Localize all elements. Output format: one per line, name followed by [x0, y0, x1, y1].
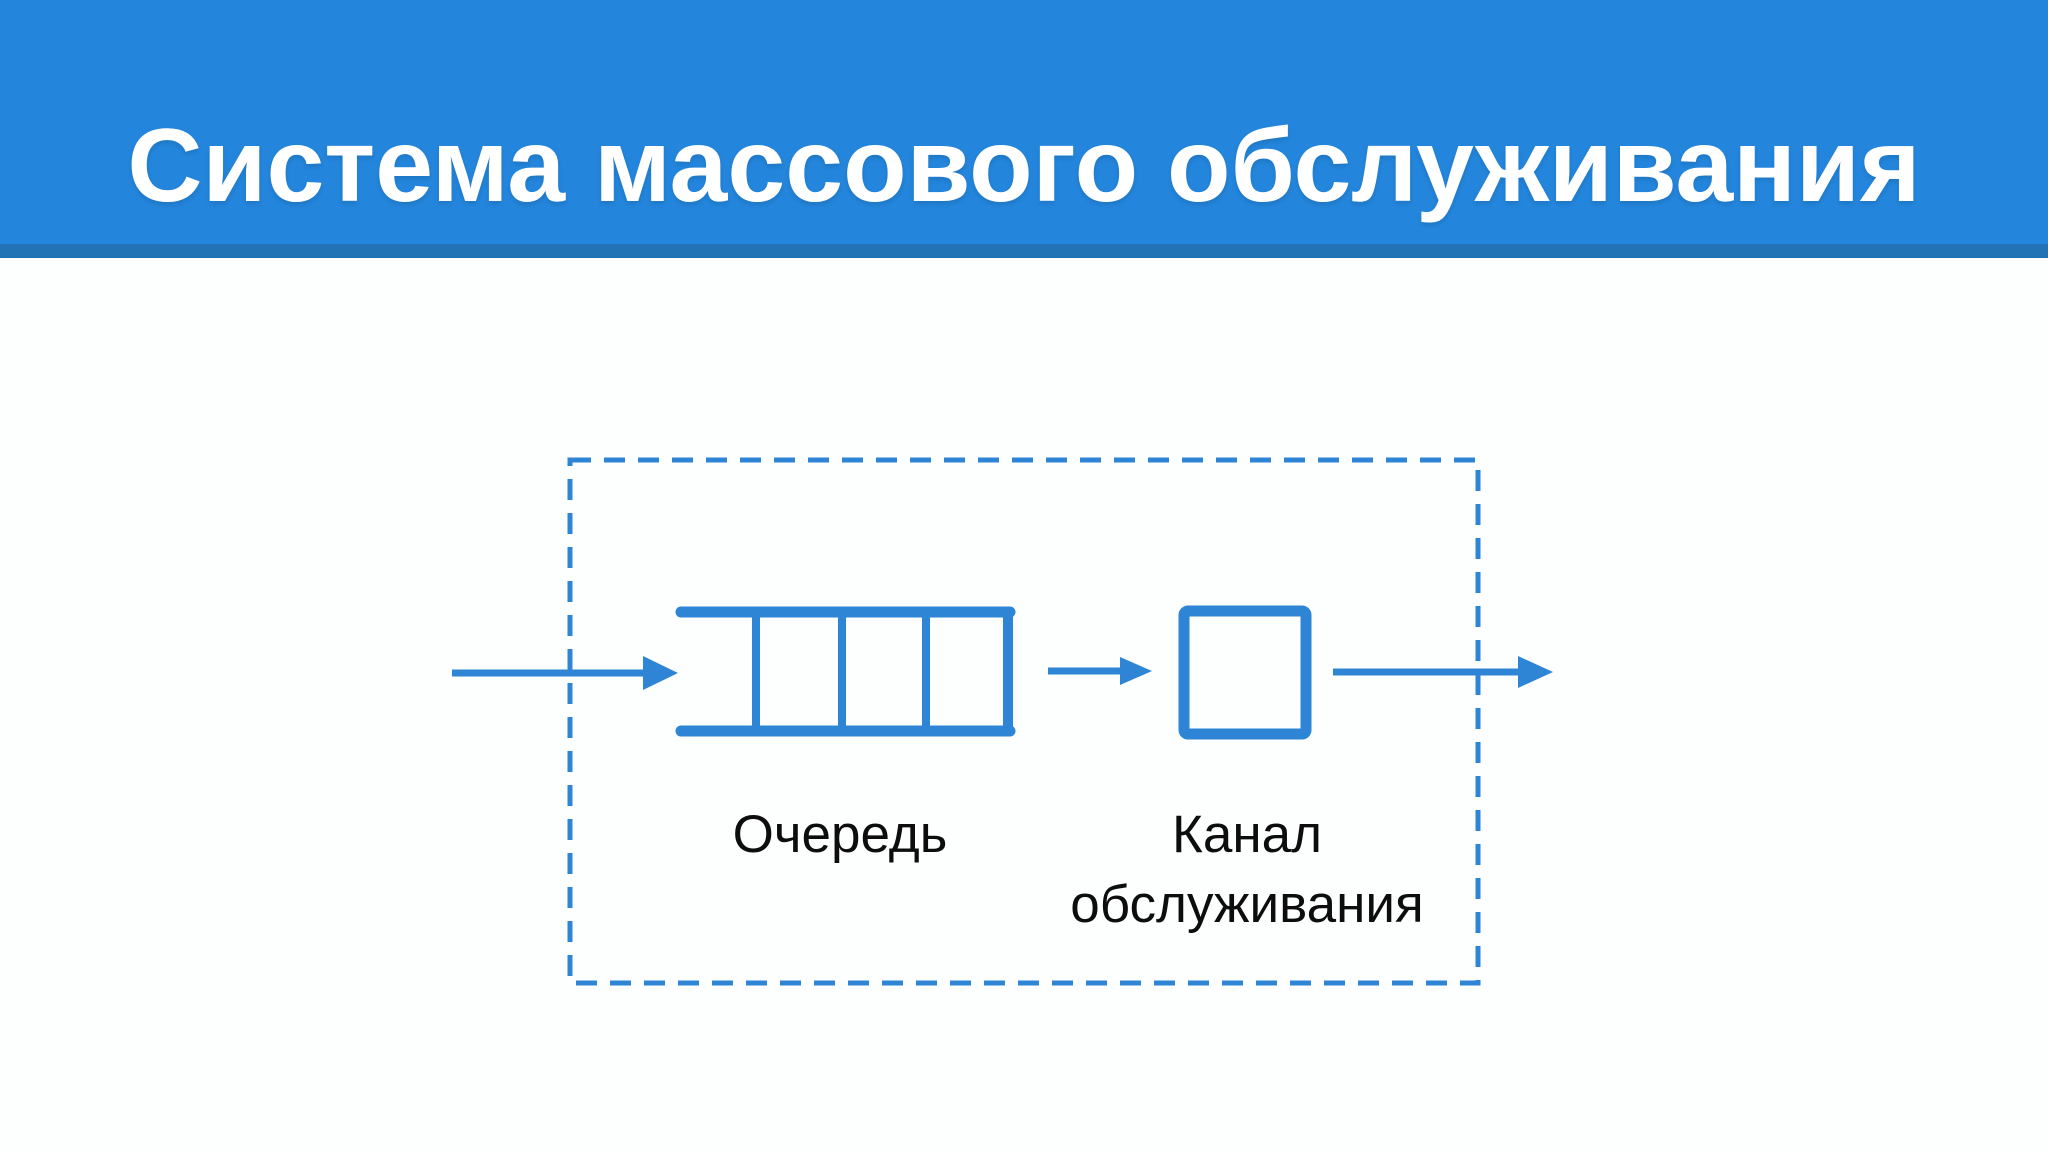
- transfer-arrowhead-icon: [1120, 657, 1152, 685]
- output-arrowhead-icon: [1518, 656, 1553, 688]
- input-arrow: [452, 656, 678, 690]
- output-arrow: [1333, 656, 1553, 688]
- queue-shape: [675, 606, 1016, 737]
- queue-label: Очередь: [732, 805, 948, 864]
- transfer-arrow: [1048, 657, 1152, 685]
- header-accent-strip: [0, 244, 2048, 258]
- input-arrowhead-icon: [643, 656, 678, 690]
- slide-title: Система массового обслуживания: [127, 108, 1921, 224]
- service-channel-box: [1178, 605, 1312, 740]
- service-channel-label: Канал обслуживания: [1070, 805, 1424, 935]
- slide-header: Система массового обслуживания: [0, 0, 2048, 244]
- system-boundary-dashed-rect: [567, 457, 1481, 986]
